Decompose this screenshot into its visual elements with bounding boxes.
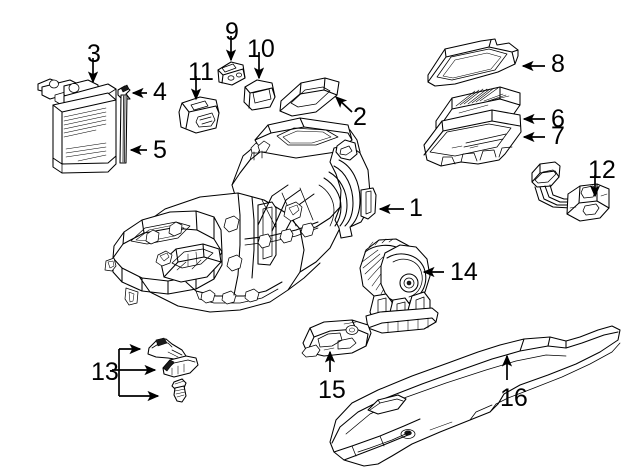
callout-number-8: 8 <box>551 50 565 78</box>
part-filter-housing-tray <box>423 109 522 167</box>
callout-number-7: 7 <box>551 122 565 150</box>
part-floor-air-distribution-duct <box>329 325 621 467</box>
callout-number-6: 6 <box>551 105 565 133</box>
callout-number-11: 11 <box>188 58 214 86</box>
part-filter-cover-grille <box>427 38 519 87</box>
callout-number-1: 1 <box>409 194 423 222</box>
callout-number-5: 5 <box>153 136 167 164</box>
callout-number-9: 9 <box>225 18 239 46</box>
leader-2 <box>335 96 353 113</box>
callout-number-14: 14 <box>450 258 478 286</box>
callout-number-16: 16 <box>500 384 528 412</box>
callout-number-13: 13 <box>91 358 119 386</box>
part-vacuum-actuator-cap <box>243 79 276 111</box>
part-blower-motor-mounting-bracket <box>301 319 372 358</box>
part-mode-actuator-lever-small <box>217 61 246 86</box>
callout-number-15: 15 <box>318 376 346 404</box>
callout-number-4: 4 <box>153 78 167 106</box>
callout-number-10: 10 <box>247 35 275 63</box>
part-heater-core <box>37 78 117 174</box>
callout-number-3: 3 <box>87 40 101 68</box>
callout-number-2: 2 <box>353 103 367 131</box>
part-clip-and-screw-kit <box>112 337 199 403</box>
part-heater-blower-case-assembly <box>104 117 377 313</box>
part-case-cover-lid <box>279 77 340 117</box>
part-blower-motor-with-wheel <box>359 238 439 334</box>
callout-leader-lines <box>87 36 601 380</box>
part-blend-door-actuator <box>178 96 220 134</box>
part-core-retaining-strap <box>117 84 131 164</box>
callout-number-12: 12 <box>588 156 616 184</box>
